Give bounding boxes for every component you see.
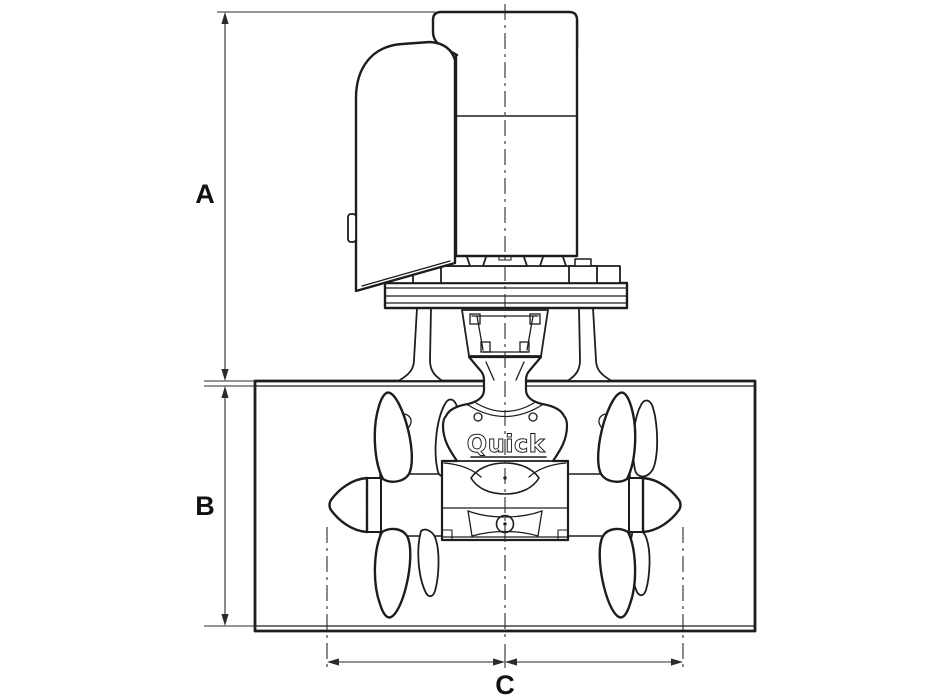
prop-blade	[373, 527, 412, 619]
quick-logo: Quick	[467, 430, 546, 458]
prop-blade	[598, 527, 637, 619]
propeller-left-blades	[373, 391, 414, 619]
mounting-legs	[397, 307, 613, 382]
motor-outline	[431, 10, 579, 258]
hub-cone-left	[328, 476, 369, 534]
propeller-right-blades	[596, 391, 637, 619]
hub-cone-right	[641, 476, 682, 534]
dimension-a: A	[195, 11, 435, 382]
prop-blade	[373, 391, 414, 483]
motor-cover-outline	[347, 40, 457, 293]
cover-latch	[347, 213, 357, 243]
dim-label-c: C	[495, 670, 515, 700]
pod-bolt	[473, 412, 483, 422]
prop-blade	[596, 391, 637, 483]
dim-label-b: B	[195, 491, 215, 521]
pod-bolt	[528, 412, 538, 422]
dimension-b: B	[195, 385, 256, 627]
dim-label-a: A	[195, 179, 215, 209]
propeller-hubs	[328, 476, 682, 534]
flange-bolt	[568, 265, 598, 284]
prop-blade	[417, 528, 440, 598]
dimension-c: C	[326, 527, 684, 700]
prop-blade	[632, 399, 659, 478]
mounting-flange	[383, 281, 629, 310]
